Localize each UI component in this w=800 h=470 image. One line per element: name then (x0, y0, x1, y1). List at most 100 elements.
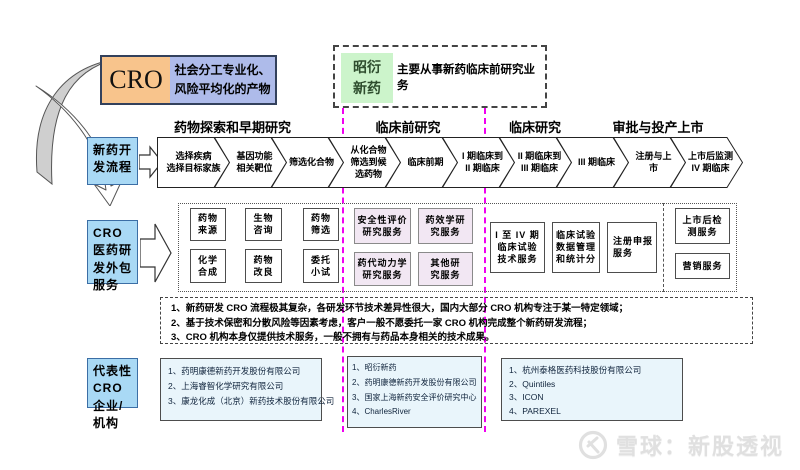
service-box-highlight: 安全性评价研究服务 (354, 208, 411, 244)
service-box-highlight: 药代动力学研究服务 (354, 252, 411, 286)
flow-step-line: 从化合物 (350, 145, 387, 155)
services-separator-line (663, 203, 664, 292)
service-line: 测服务 (687, 226, 718, 237)
companies-box-preclinical: 1、昭衍新药 2、药明康德新药开发股份有限公司 3、国家上海新药安全评价研究中心… (347, 356, 482, 428)
flow-step-line: II 期临床 (465, 163, 500, 173)
flow-step-line: 市 (648, 163, 658, 173)
phase-header-preclinical: 临床前研究 (375, 120, 441, 135)
service-box: 上市后检测服务 (675, 208, 730, 244)
flow-step-line: 基因功能 (236, 151, 273, 161)
service-box: 委托小试 (303, 249, 339, 283)
service-line: 注册申报 (613, 236, 654, 246)
service-box-highlight: 药效学研究服务 (418, 208, 473, 244)
company-item: 3、康龙化成（北京）新药技术股份有限公司 (168, 396, 335, 407)
company-item: 1、药明康德新药开发股份有限公司 (168, 366, 301, 376)
services-arrow-icon (140, 223, 172, 283)
service-line: 其他研 (430, 257, 461, 268)
service-line: 上市后检 (682, 214, 723, 225)
flow-step-line: 筛选到候 (350, 157, 387, 167)
company-item: 1、杭州泰格医药科技股份有限公司 (509, 365, 642, 375)
service-box: I 至 IV 期临床试验技术服务 (490, 222, 545, 273)
flow-step-line: I 期临床到 (461, 151, 503, 161)
note-line-3: 3、CRO 机构本身仅提供技术服务，一般不拥有与药品本身相关的技术成果。 (171, 332, 495, 344)
service-box: 生物咨询 (245, 208, 282, 241)
note-line-2: 2、基于技术保密和分散风险等因素考虑，客户一般不愿委托一家 CRO 机构完成整个… (171, 317, 593, 329)
zhaoyan-name-line2: 新药 (353, 80, 381, 96)
service-box: 临床试验数据管理和统计分 (552, 222, 600, 273)
service-line: 数据管理 (555, 242, 596, 252)
company-item: 2、药明康德新药开发股份有限公司 (352, 377, 477, 387)
services-label-box: CRO医药研发外包服务 (87, 220, 138, 292)
service-line: 服务 (613, 248, 634, 258)
cro-definition-box: CRO 社会分工专业化、 风险平均化的产物 (100, 55, 277, 105)
service-line: 究服务 (430, 226, 461, 237)
flow-step-line: 注册与上 (635, 151, 672, 161)
company-item: 1、昭衍新药 (352, 363, 397, 372)
notes-box: 1、新药研发 CRO 流程极其复杂，各研发环节技术差异性很大，国内大部分 CRO… (160, 297, 753, 344)
service-box-highlight: 其他研究服务 (418, 252, 473, 286)
service-line: 安全性评价 (357, 214, 408, 225)
zhaoyan-description: 主要从事新药临床前研究业务 (397, 63, 535, 92)
zhaoyan-name: 昭衍 新药 (341, 53, 393, 103)
service-line: 究服务 (430, 269, 461, 280)
service-line: 药物 (253, 254, 274, 265)
flow-step-line: 临床前期 (407, 157, 444, 167)
service-line: 药物 (197, 213, 218, 223)
flow-label-box: 新药开发流程 (87, 137, 138, 185)
curved-arrows-icon (35, 58, 123, 206)
flow-step: 上市后监测 IV 期临床 (670, 137, 743, 188)
services-container (178, 203, 737, 292)
service-line: 来源 (197, 225, 218, 235)
cro-title: CRO (102, 57, 170, 103)
service-line: 咨询 (253, 225, 274, 235)
service-line: 营销服务 (682, 260, 723, 271)
company-item: 4、PAREXEL (509, 405, 561, 416)
service-box: 药物来源 (190, 208, 226, 241)
service-line: 技术服务 (497, 254, 538, 264)
cro-description: 社会分工专业化、 风险平均化的产物 (170, 57, 275, 103)
service-line: 合成 (197, 266, 218, 277)
zhaoyan-company-box: 昭衍 新药 主要从事新药临床前研究业务 (333, 45, 547, 108)
flow-step-line: IV 期临床 (691, 163, 730, 173)
cro-description-line1: 社会分工专业化、 (174, 62, 271, 77)
service-line: 研究服务 (362, 269, 403, 280)
flow-step-line: III 期临床 (577, 157, 615, 167)
service-line: 改良 (253, 266, 274, 277)
service-box: 营销服务 (675, 253, 730, 279)
flow-step-line: 筛选化合物 (288, 157, 334, 167)
flow-step-line: 选药物 (354, 169, 382, 179)
service-line: 药效学研 (425, 214, 466, 225)
company-item: 3、国家上海新药安全评价研究中心 (352, 392, 477, 402)
service-line: 临床试验 (497, 242, 538, 252)
note-line-1: 1、新药研发 CRO 流程极其复杂，各研发环节技术差异性很大，国内大部分 CRO… (171, 303, 629, 314)
company-item: 3、ICON (509, 392, 544, 403)
service-box: 化学合成 (190, 249, 226, 283)
service-line: 研究服务 (362, 226, 403, 237)
service-line: 和统计分 (555, 254, 596, 264)
service-line: 委托 (310, 254, 331, 265)
service-line: 临床试验 (555, 230, 596, 240)
flow-step-line: 选择目标家族 (166, 163, 221, 173)
cro-description-line2: 风险平均化的产物 (174, 82, 271, 96)
service-box: 药物改良 (245, 249, 282, 283)
flow-step-line: 相关靶位 (236, 163, 273, 173)
service-line: 小试 (310, 266, 331, 277)
service-line: 药物 (310, 213, 331, 223)
company-item: 2、Quintiles (509, 378, 556, 389)
service-line: 化学 (197, 254, 218, 265)
service-line: 药代动力学 (357, 257, 408, 268)
companies-label-box: 代表性CRO 企业/机构 (87, 358, 138, 430)
companies-box-clinical: 1、杭州泰格医药科技股份有限公司 2、Quintiles 3、ICON 4、PA… (501, 358, 683, 421)
company-item: 2、上海睿智化学研究有限公司 (168, 381, 284, 392)
companies-box-discovery: 1、药明康德新药开发股份有限公司 2、上海睿智化学研究有限公司 3、康龙化成（北… (160, 358, 335, 421)
phase-header-clinical: 临床研究 (508, 120, 561, 135)
company-item: 4、CharlesRiver (352, 407, 411, 417)
service-line: 生物 (253, 213, 274, 223)
service-box: 注册申报服务 (607, 222, 657, 273)
watermark: 雪球：新股透视 (578, 429, 784, 461)
divider-line-left (342, 108, 344, 432)
flow-step-line: 选择疾病 (175, 151, 212, 161)
service-line: 筛选 (310, 225, 331, 235)
flow-step-line: 上市后监测 (687, 151, 733, 161)
